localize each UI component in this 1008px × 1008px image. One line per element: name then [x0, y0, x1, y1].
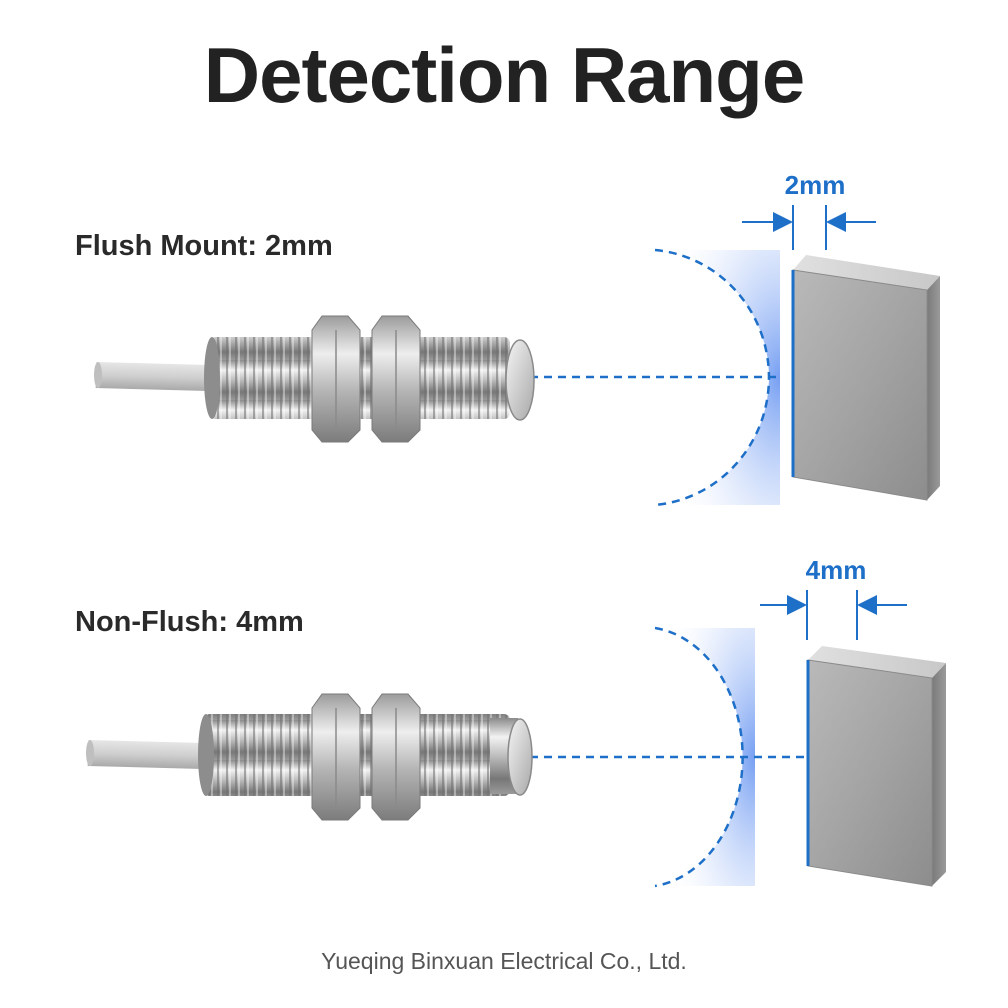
page-title: Detection Range: [203, 31, 805, 119]
company-footer: Yueqing Binxuan Electrical Co., Ltd.: [321, 948, 687, 974]
non-flush-sensor-group: 4mm: [86, 555, 946, 888]
proximity-sensor-icon: [198, 693, 533, 821]
flush-sensor-group: 2mm: [94, 170, 940, 507]
dimension-arrow-icon: [742, 205, 876, 250]
proximity-sensor-icon: [204, 315, 535, 443]
sensor-cable: [94, 362, 219, 392]
non-flush-distance-label: 4mm: [806, 555, 867, 585]
flush-mount-label: Flush Mount: 2mm: [75, 230, 333, 262]
sensing-face: [505, 339, 535, 421]
sensing-face: [507, 718, 533, 796]
metal-target-block-icon: [791, 255, 940, 501]
non-flush-label: Non-Flush: 4mm: [75, 606, 304, 638]
dimension-arrow-icon: [760, 590, 907, 640]
metal-target-block-icon: [806, 646, 946, 887]
flush-distance-label: 2mm: [785, 170, 846, 200]
detection-field-icon: [655, 250, 780, 505]
sensor-cable: [86, 740, 209, 770]
